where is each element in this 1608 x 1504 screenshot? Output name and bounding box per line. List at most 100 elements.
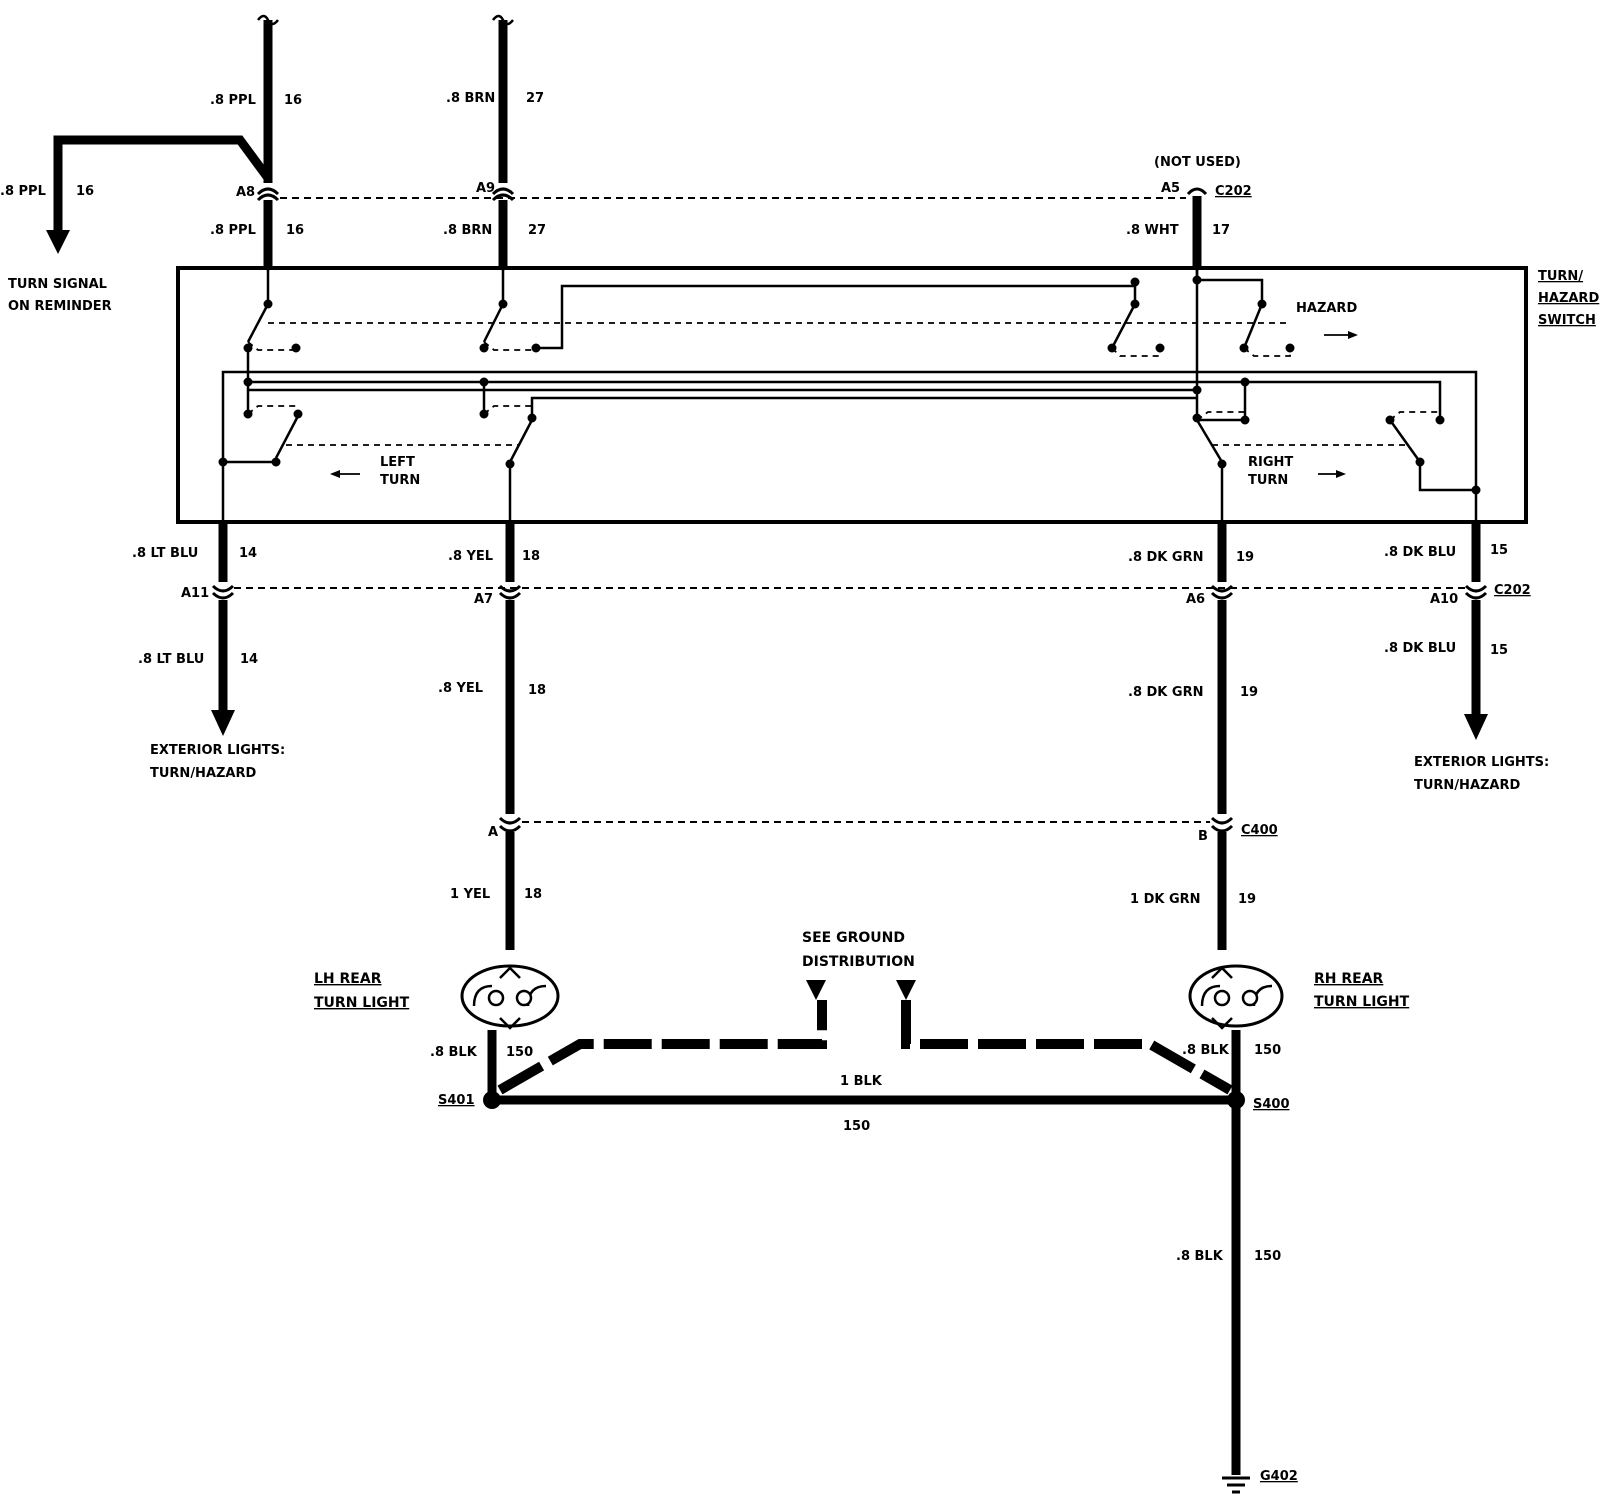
label-lh-blk-color: .8 BLK [430, 1045, 478, 1060]
ground-dist-dashed-right [901, 1000, 1233, 1095]
label-reminder-circuit: 16 [76, 184, 94, 199]
label-left-turn-1: LEFT [380, 455, 415, 470]
label-c202-bottom: C202 [1494, 583, 1531, 598]
label-ltblu-circuit-2: 14 [240, 652, 258, 667]
label-rh-blk-color: .8 BLK [1182, 1043, 1230, 1058]
wire-ppl-16-reminder-branch [53, 135, 272, 232]
label-dkblu-color-2: .8 DK BLU [1384, 641, 1456, 656]
arrow-left-turn [330, 470, 360, 478]
switch-internal-wiring [221, 266, 1478, 524]
switch-contact-dots [218, 261, 1481, 495]
label-lh-rear-1: LH REAR [314, 971, 382, 987]
label-dkgrn-color-1: .8 DK GRN [1128, 550, 1203, 565]
label-c400-dkgrn-color: 1 DK GRN [1130, 892, 1201, 907]
ground-ref-arrow-left [806, 980, 826, 1000]
label-lh-blk-circuit: 150 [506, 1045, 533, 1060]
label-reminder-color: .8 PPL [0, 184, 46, 199]
label-bus-color: 1 BLK [840, 1074, 883, 1089]
connector-a11-terminal [211, 584, 235, 600]
label-c400: C400 [1241, 823, 1278, 838]
label-c400-pin-b: B [1198, 829, 1208, 844]
label-switch-3: SWITCH [1538, 313, 1596, 328]
label-pin-a6: A6 [1186, 592, 1205, 607]
label-ext-left-1: EXTERIOR LIGHTS: [150, 743, 285, 758]
label-pin-a8: A8 [236, 185, 255, 200]
label-brn-top-color: .8 BRN [446, 91, 495, 106]
label-pin-a7: A7 [474, 592, 493, 607]
label-rh-blk-circuit: 150 [1254, 1043, 1281, 1058]
label-dkgrn-color-2: .8 DK GRN [1128, 685, 1203, 700]
label-pin-a10: A10 [1430, 592, 1458, 607]
label-turn-signal-reminder-1: TURN SIGNAL [8, 277, 107, 292]
rh-rear-turn-light [1188, 964, 1284, 1030]
label-rh-rear-2: TURN LIGHT [1314, 994, 1410, 1010]
label-brn-bot-color: .8 BRN [443, 223, 492, 238]
connector-a8-terminal [256, 187, 280, 202]
label-wht-circuit: 17 [1212, 223, 1230, 238]
label-lh-rear-2: TURN LIGHT [314, 995, 410, 1011]
label-pin-a5: A5 [1161, 181, 1180, 196]
label-wht-color: .8 WHT [1126, 223, 1179, 238]
label-pin-a11: A11 [181, 586, 209, 601]
label-see-ground-1: SEE GROUND [802, 930, 905, 946]
label-yel-circuit-2: 18 [528, 683, 546, 698]
arrow-right-turn [1318, 470, 1346, 478]
lh-rear-turn-light [460, 964, 560, 1030]
label-dkblu-color-1: .8 DK BLU [1384, 545, 1456, 560]
label-ltblu-color-2: .8 LT BLU [138, 652, 204, 667]
label-g-blk-color: .8 BLK [1176, 1249, 1224, 1264]
label-ext-right-2: TURN/HAZARD [1414, 778, 1521, 793]
label-c400-dkgrn-circuit: 19 [1238, 892, 1256, 907]
label-ltblu-color-1: .8 LT BLU [132, 546, 198, 561]
label-ppl-bot-color: .8 PPL [210, 223, 256, 238]
label-dkblu-circuit-1: 15 [1490, 543, 1508, 558]
label-hazard: HAZARD [1296, 301, 1357, 316]
ground-dist-dashed-left [497, 1000, 827, 1095]
label-brn-top-circuit: 27 [526, 91, 544, 106]
connector-c400-a-terminal [498, 816, 522, 833]
label-g-blk-circuit: 150 [1254, 1249, 1281, 1264]
splice-s401 [483, 1091, 501, 1109]
label-bus-circuit: 150 [843, 1119, 870, 1134]
label-not-used: (NOT USED) [1154, 155, 1241, 170]
arrow-to-reminder [46, 230, 70, 254]
label-brn-bot-circuit: 27 [528, 223, 546, 238]
label-pin-a9: A9 [476, 181, 495, 196]
ground-g402-icon [1222, 1476, 1250, 1494]
arrow-to-exterior-right [1464, 714, 1488, 740]
label-c202-top: C202 [1215, 184, 1252, 199]
label-c400-yel-color: 1 YEL [450, 887, 490, 902]
label-ext-right-1: EXTERIOR LIGHTS: [1414, 755, 1549, 770]
label-left-turn-2: TURN [380, 473, 420, 488]
label-ppl-bot-circuit: 16 [286, 223, 304, 238]
label-turn-signal-reminder-2: ON REMINDER [8, 299, 112, 314]
label-ppl-top-circuit: 16 [284, 93, 302, 108]
label-yel-circuit-1: 18 [522, 549, 540, 564]
label-c400-yel-circuit: 18 [524, 887, 542, 902]
label-s400: S400 [1253, 1097, 1290, 1112]
label-dkblu-circuit-2: 15 [1490, 643, 1508, 658]
ground-ref-arrow-right [896, 980, 916, 1000]
label-right-turn-2: TURN [1248, 473, 1288, 488]
arrow-hazard [1324, 331, 1358, 339]
label-s401: S401 [438, 1093, 475, 1108]
label-c400-pin-a: A [488, 825, 498, 840]
turn-hazard-switch-box [176, 266, 1528, 524]
label-switch-1: TURN/ [1538, 269, 1583, 284]
label-dkgrn-circuit-2: 19 [1240, 685, 1258, 700]
label-rh-rear-1: RH REAR [1314, 971, 1384, 987]
label-yel-color-2: .8 YEL [438, 681, 483, 696]
label-dkgrn-circuit-1: 19 [1236, 550, 1254, 565]
label-ppl-top-color: .8 PPL [210, 93, 256, 108]
label-switch-2: HAZARD [1538, 291, 1599, 306]
arrow-to-exterior-left [211, 710, 235, 736]
label-right-turn-1: RIGHT [1248, 455, 1293, 470]
connector-a10-terminal [1464, 584, 1488, 600]
label-ext-left-2: TURN/HAZARD [150, 766, 257, 781]
label-ltblu-circuit-1: 14 [239, 546, 257, 561]
connector-c400-b-terminal [1210, 816, 1234, 833]
label-yel-color-1: .8 YEL [448, 549, 493, 564]
connector-a5-cavity [1186, 187, 1208, 196]
label-g402: G402 [1260, 1469, 1298, 1484]
